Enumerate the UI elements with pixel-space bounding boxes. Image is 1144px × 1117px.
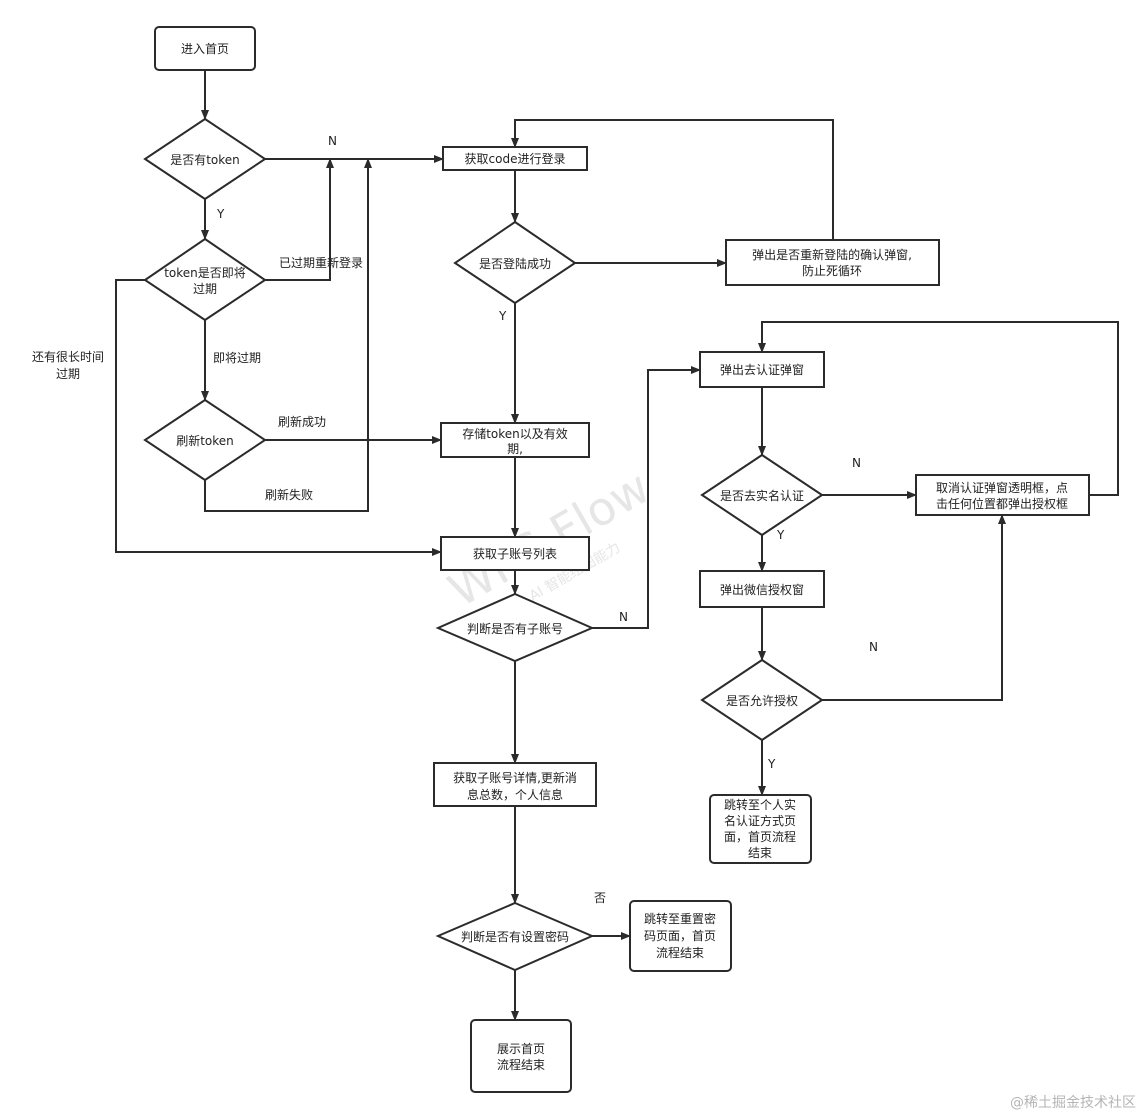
- edge-popup-loop: [511, 119, 834, 240]
- node-reset-password-page: 跳转至重置密 码页面，首页 流程结束: [629, 900, 732, 972]
- node-realname-page-label-2: 名认证方式页: [724, 813, 796, 828]
- node-wechat-auth-popup: 弹出微信授权窗: [699, 570, 825, 608]
- edge-expired-relogin: [265, 158, 334, 281]
- node-has-sub-account-label: 判断是否有子账号: [467, 621, 563, 636]
- node-get-code-login: 获取code进行登录: [442, 146, 588, 171]
- node-token-expiring-label-2: 过期: [193, 282, 217, 296]
- node-realname-page-label-1: 跳转至个人实: [724, 797, 796, 812]
- label-long-time-2: 过期: [56, 367, 80, 381]
- edge-refresh-fail: [204, 158, 372, 512]
- node-refresh-token-label: 刷新token: [176, 433, 234, 448]
- node-has-token-label: 是否有token: [170, 153, 240, 167]
- node-has-password: 判断是否有设置密码: [435, 901, 595, 972]
- label-about-to-expire: 即将过期: [213, 351, 261, 365]
- node-login-success-label: 是否登陆成功: [479, 256, 551, 271]
- node-reset-password-label-3: 流程结束: [656, 945, 704, 960]
- node-show-home-label-1: 展示首页: [497, 1042, 545, 1056]
- edge-allow-no: [822, 514, 1006, 701]
- node-cancel-auth-label-2: 击任何位置都弹出授权框: [936, 496, 1068, 511]
- node-cancel-auth-popup: 取消认证弹窗透明框，点 击任何位置都弹出授权框: [915, 474, 1090, 516]
- node-store-token-label-2: 期,: [507, 442, 523, 456]
- node-allow-auth-label: 是否允许授权: [726, 693, 798, 708]
- label-has-token-yes: Y: [216, 207, 225, 221]
- label-has-token-no: N: [328, 134, 337, 148]
- node-relogin-popup-label-2: 防止死循环: [802, 263, 862, 278]
- node-reset-password-label-2: 码页面，首页: [644, 929, 716, 943]
- label-login-yes: Y: [498, 309, 507, 323]
- node-store-token-label-1: 存储token以及有效: [462, 426, 568, 441]
- node-get-sub-detail-label-1: 获取子账号详情,更新消: [453, 770, 577, 785]
- edge-no-sub-account: [592, 366, 701, 629]
- node-refresh-token: 刷新token: [143, 398, 267, 482]
- label-no-sub-account: N: [619, 610, 628, 624]
- node-cancel-auth-label-1: 取消认证弹窗透明框，点: [936, 481, 1068, 495]
- label-refresh-fail: 刷新失败: [265, 487, 313, 502]
- node-has-password-label: 判断是否有设置密码: [461, 929, 569, 944]
- node-realname-page-label-4: 结束: [748, 846, 772, 860]
- label-refresh-success: 刷新成功: [278, 414, 326, 429]
- node-get-code-login-label: 获取code进行登录: [465, 151, 566, 166]
- node-get-sub-accounts: 获取子账号列表: [440, 536, 590, 571]
- node-enter-home: 进入首页: [154, 26, 256, 71]
- node-get-sub-accounts-label: 获取子账号列表: [473, 547, 557, 561]
- node-auth-popup-label: 弹出去认证弹窗: [720, 363, 804, 377]
- edge-long-time: [115, 279, 442, 556]
- label-long-time-1: 还有很长时间: [32, 350, 104, 364]
- label-allow-yes: Y: [767, 757, 776, 771]
- node-show-home: 展示首页 流程结束: [470, 1019, 572, 1093]
- node-auth-popup: 弹出去认证弹窗: [699, 351, 825, 388]
- node-has-sub-account: 判断是否有子账号: [435, 592, 595, 663]
- node-get-sub-detail: 获取子账号详情,更新消 息总数，个人信息: [433, 762, 597, 807]
- label-realname-no: N: [852, 456, 861, 470]
- node-realname-page: 跳转至个人实 名认证方式页 面，首页流程 结束: [709, 794, 812, 864]
- node-wechat-auth-label: 弹出微信授权窗: [720, 582, 804, 597]
- label-allow-no: N: [869, 640, 878, 654]
- node-login-success: 是否登陆成功: [453, 220, 577, 305]
- node-enter-home-label: 进入首页: [181, 42, 229, 56]
- node-token-expiring-label-1: token是否即将: [164, 266, 246, 280]
- node-go-realname-label: 是否去实名认证: [720, 488, 804, 503]
- node-has-token: 是否有token: [143, 117, 267, 201]
- node-go-realname: 是否去实名认证: [700, 453, 824, 537]
- node-relogin-popup: 弹出是否重新登陆的确认弹窗, 防止死循环: [725, 239, 940, 286]
- node-allow-auth: 是否允许授权: [700, 658, 824, 742]
- node-relogin-popup-label-1: 弹出是否重新登陆的确认弹窗,: [752, 247, 912, 262]
- label-realname-yes: Y: [776, 528, 785, 542]
- node-reset-password-label-1: 跳转至重置密: [644, 911, 716, 926]
- node-token-expiring: token是否即将 过期: [143, 237, 267, 322]
- node-store-token: 存储token以及有效 期,: [440, 422, 590, 458]
- label-no-password: 否: [594, 891, 606, 905]
- label-expired-relogin: 已过期重新登录: [279, 255, 363, 270]
- node-get-sub-detail-label-2: 息总数，个人信息: [467, 787, 563, 802]
- credit-text: @稀土掘金技术社区: [1010, 1095, 1136, 1111]
- node-show-home-label-2: 流程结束: [497, 1057, 545, 1072]
- edge-cancel-loop: [758, 321, 1119, 496]
- node-realname-page-label-3: 面，首页流程: [724, 829, 796, 844]
